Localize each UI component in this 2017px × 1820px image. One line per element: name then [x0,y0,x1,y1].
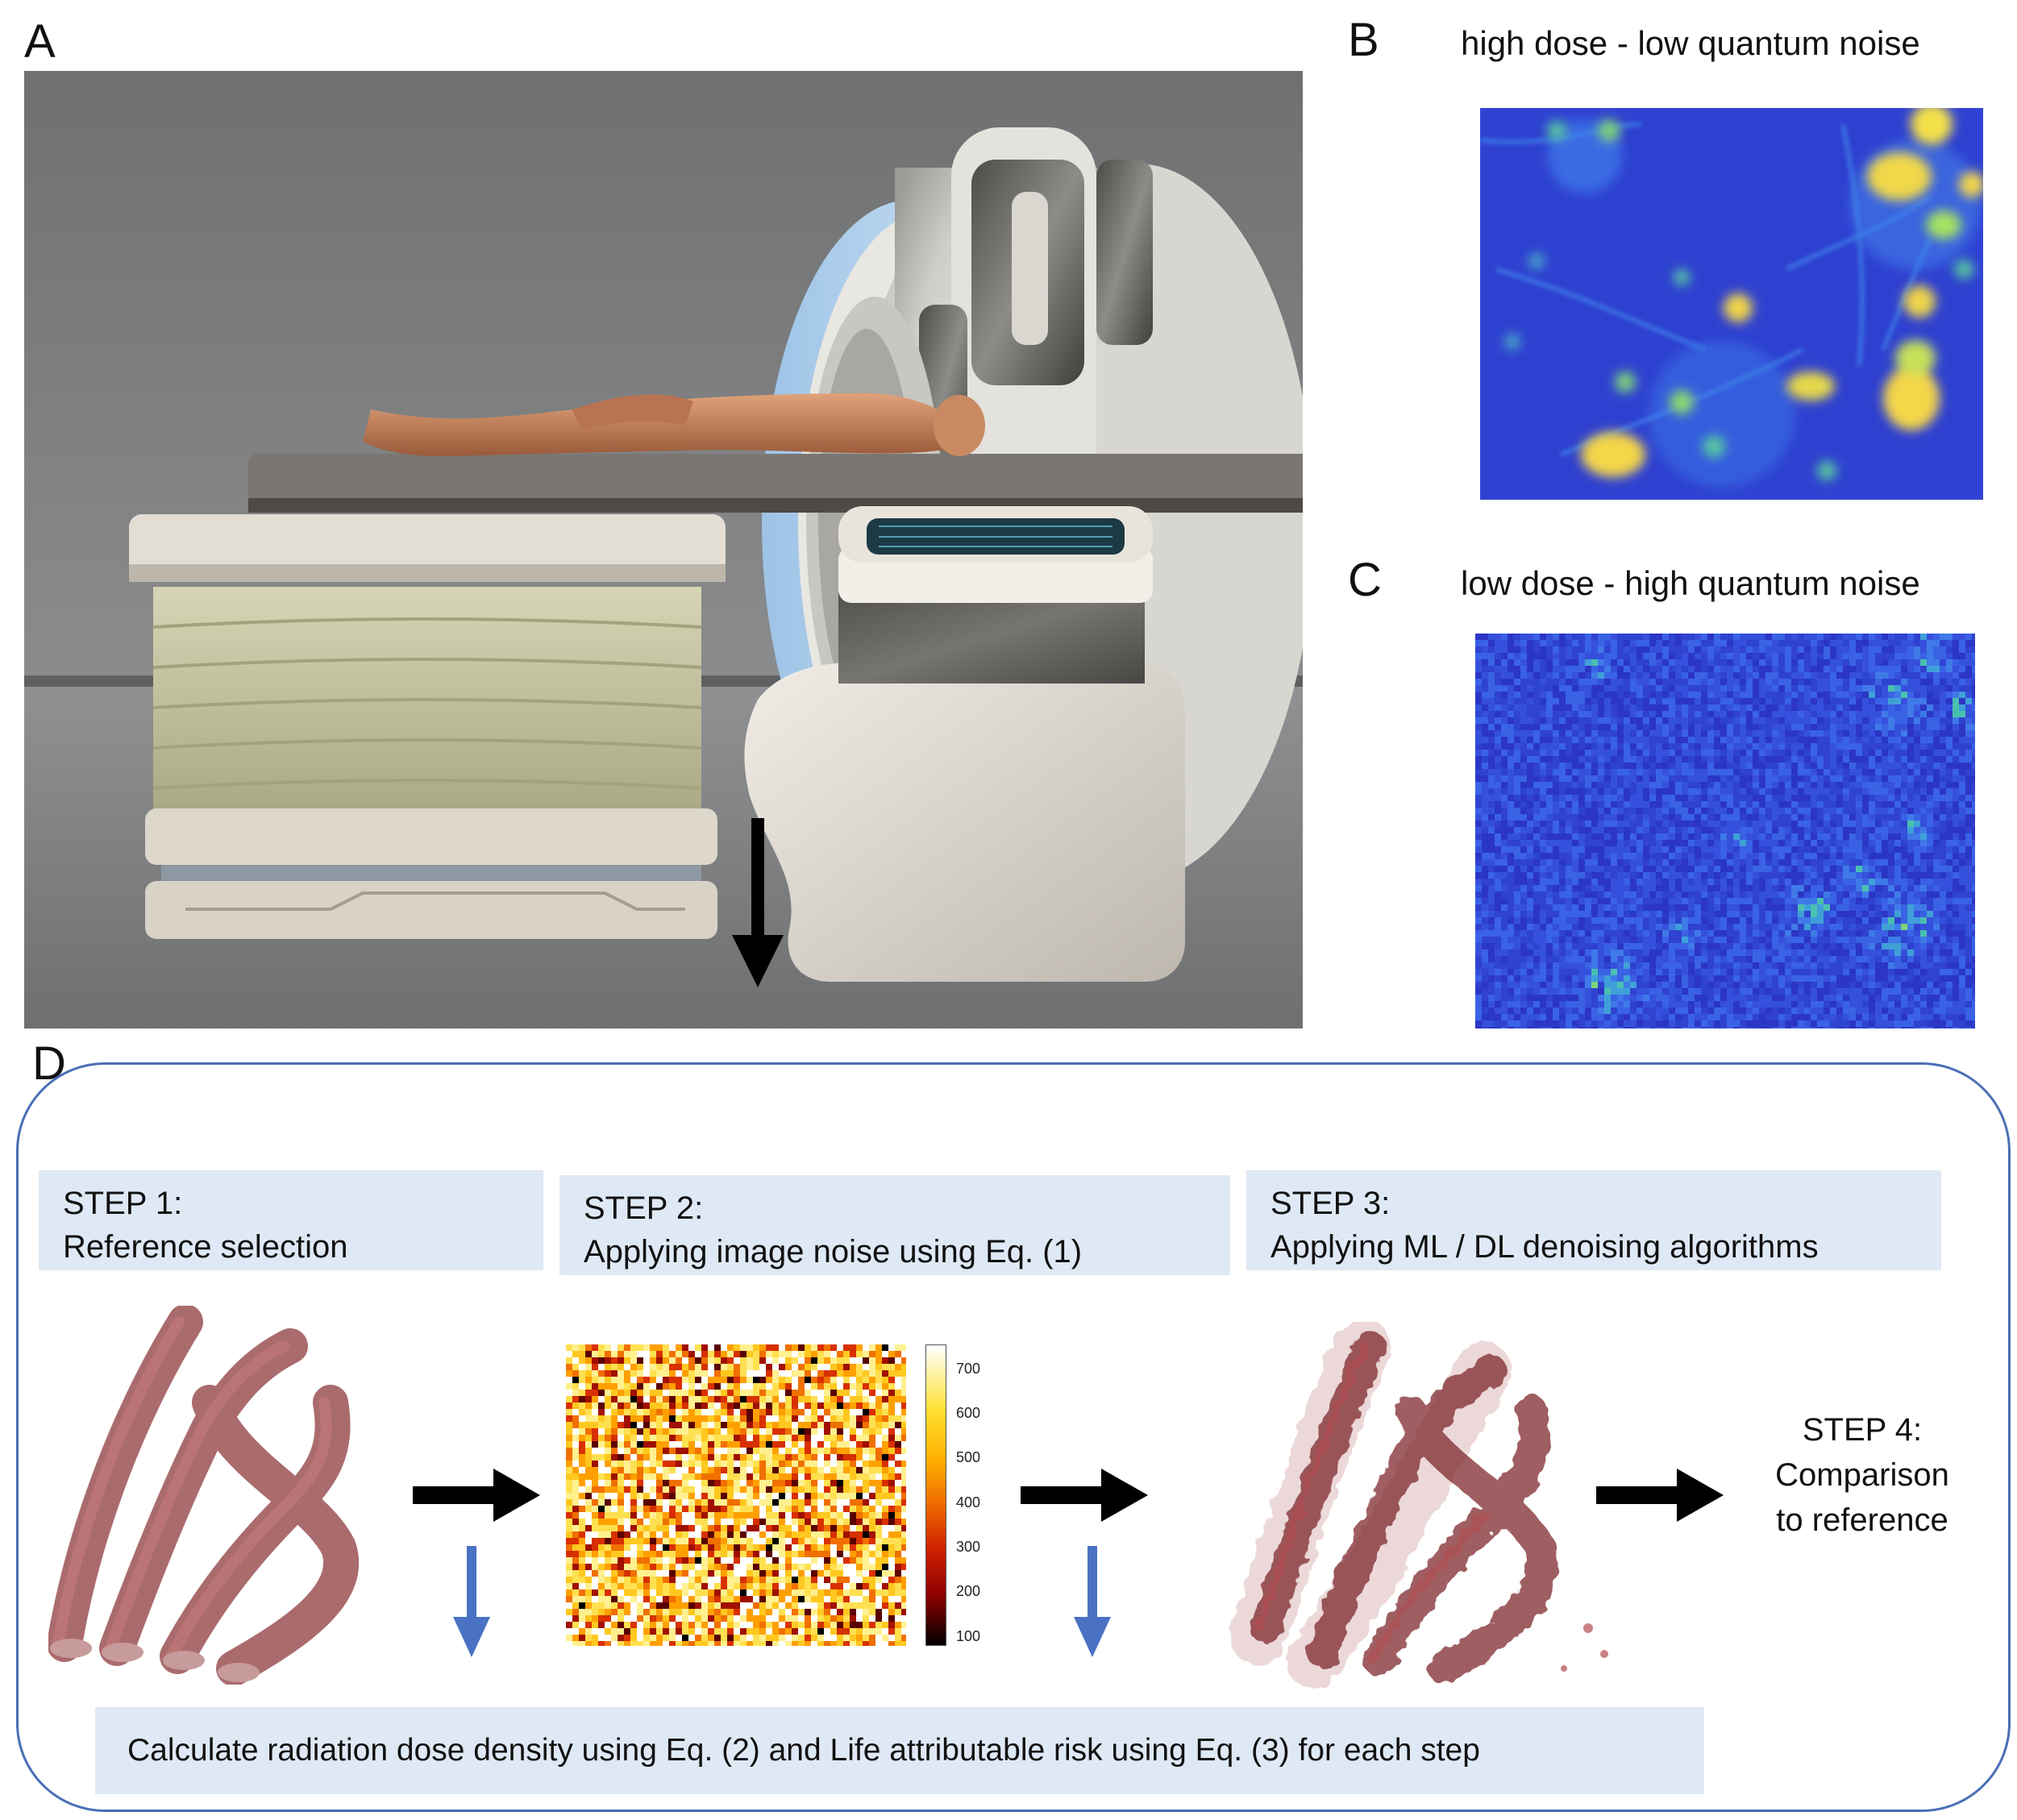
colorbar-tick: 100 [956,1628,981,1644]
right-arrow-icon-1 [413,1467,542,1523]
step-3-text: Applying ML / DL denoising algorithms [1271,1229,1819,1265]
step-2-text: Applying image noise using Eq. (1) [584,1234,1083,1269]
step-4-heading: STEP 4: [1802,1412,1923,1448]
low-dose-image [1475,634,1975,1028]
panel-label-c: C [1348,554,1382,606]
right-arrow-icon-2 [1021,1467,1150,1523]
ct-scanner-illustration [24,71,1303,1028]
colorbar-tick: 400 [956,1494,981,1510]
colorbar [925,1344,946,1646]
step-4-line2: to reference [1776,1502,1948,1538]
panel-label-b: B [1348,14,1379,66]
calculation-note: Calculate radiation dose density using E… [95,1707,1704,1794]
right-arrow-icon-3 [1596,1467,1725,1523]
step-1-box: STEP 1: Reference selection [39,1170,543,1270]
noise-image [566,1344,906,1646]
down-arrow-icon [726,818,790,991]
reference-vessels-image [48,1306,387,1685]
step-3-heading: STEP 3: [1271,1186,1391,1221]
panel-c-title: low dose - high quantum noise [1461,564,1920,602]
denoised-vessels-image [1209,1322,1628,1693]
colorbar-ticks: 700 600 500 400 300 200 100 [956,1361,1004,1644]
step-1-text: Reference selection [63,1229,348,1265]
step-4-line1: Comparison [1775,1457,1949,1493]
colorbar-tick: 200 [956,1583,981,1599]
colorbar-tick: 500 [956,1449,981,1465]
workflow-frame [16,1062,2011,1812]
step-2-box: STEP 2: Applying image noise using Eq. (… [559,1175,1230,1275]
step-2-heading: STEP 2: [584,1190,704,1226]
step-3-box: STEP 3: Applying ML / DL denoising algor… [1246,1170,1941,1270]
blue-down-arrow-icon-2 [1072,1546,1112,1659]
panel-b-title: high dose - low quantum noise [1461,24,1920,62]
step-4-text: STEP 4: Comparison to reference [1717,1407,2007,1543]
colorbar-tick: 600 [956,1405,981,1421]
panel-label-a: A [24,15,56,68]
step-1-heading: STEP 1: [63,1186,183,1221]
high-dose-image [1480,108,1983,500]
colorbar-tick: 300 [956,1539,981,1555]
blue-down-arrow-icon-1 [451,1546,492,1659]
colorbar-tick: 700 [956,1361,981,1377]
